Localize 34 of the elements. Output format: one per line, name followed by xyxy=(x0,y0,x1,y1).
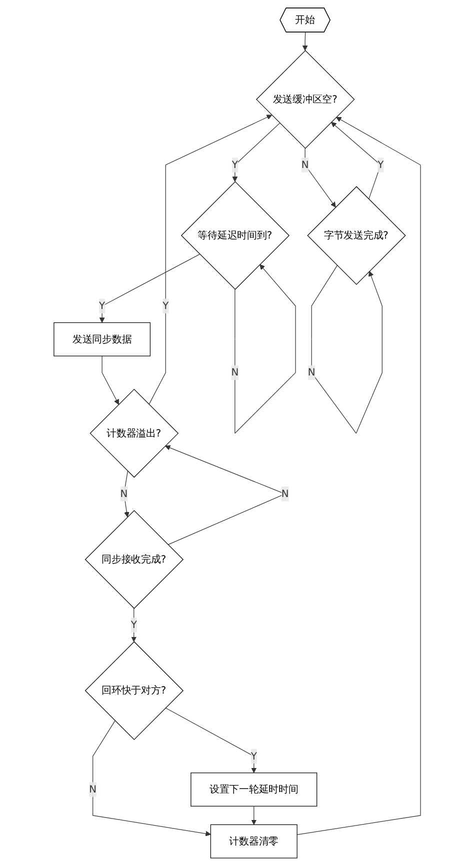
arrow xyxy=(164,707,256,773)
node-diamond: 发送缓冲区空? xyxy=(256,50,354,148)
node-diamond: 字节发送完成? xyxy=(306,186,406,284)
edge-label: N xyxy=(301,158,309,170)
edge-label: Y xyxy=(130,618,137,630)
edge-label: Y xyxy=(250,750,257,762)
edge-label: N xyxy=(88,782,96,795)
edge-label: N xyxy=(308,366,316,378)
edge-label: N xyxy=(281,487,289,499)
arrow xyxy=(123,470,130,517)
arrow xyxy=(296,116,421,834)
edge-label: Y xyxy=(98,299,105,312)
edge-label: Y xyxy=(377,158,384,170)
node-box: 设置下一轮延时时间 xyxy=(190,772,317,806)
arrow xyxy=(102,355,119,404)
node-box: 计数器清零 xyxy=(210,824,298,858)
arrow xyxy=(92,720,211,836)
node-diamond: 计数器溢出? xyxy=(90,388,178,478)
node-diamond: 回环快于对方? xyxy=(84,640,184,740)
arrow xyxy=(250,805,256,824)
arrow xyxy=(330,121,381,200)
edge-label: Y xyxy=(162,299,168,312)
arrow xyxy=(234,264,296,434)
edge-label: N xyxy=(120,487,128,499)
node-diamond: 等待延迟时间到? xyxy=(180,180,290,290)
edge-label: N xyxy=(230,366,238,378)
node-box: 发送同步数据 xyxy=(53,322,150,356)
node-diamond: 同步接收完成? xyxy=(84,510,184,608)
arrow xyxy=(311,264,382,434)
arrow xyxy=(148,114,272,404)
arrow xyxy=(99,253,200,322)
arrow xyxy=(302,32,308,50)
arrow xyxy=(232,122,280,182)
edge-label: Y xyxy=(232,158,238,170)
